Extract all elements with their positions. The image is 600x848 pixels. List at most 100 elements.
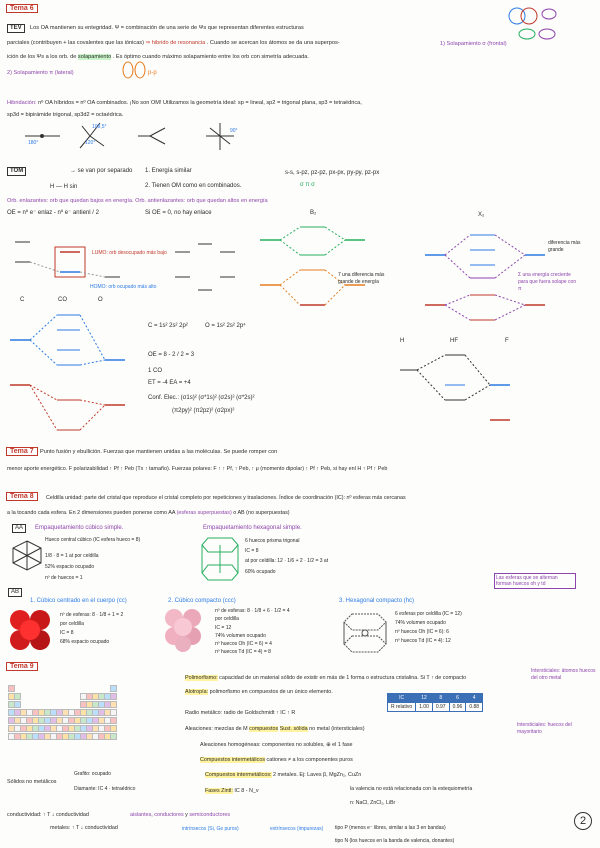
metales: metales: ↑ T ↓ conductividad	[50, 825, 118, 832]
ccp-text5: nº huecos Oh (IC = 6) = 4	[215, 641, 272, 648]
radius-table: IC 12 8 6 4 R relativo 1.00 0.97 0.96 0.…	[387, 693, 483, 712]
tema8-line1: Celdilla unidad: parte del cristal que r…	[46, 495, 406, 502]
radio-text: Radio metálico: radio de Goldschmidt ↑ I…	[185, 710, 295, 717]
aa-text2: 1/8 · 8 = 1 at por celdilla	[45, 553, 99, 560]
tev-line1: Los OA mantienen su entegridad. Ψ = comb…	[30, 25, 304, 32]
periodic-cell	[74, 693, 79, 698]
conf-elec2: (π2py)² (π2pz)² (σ2px)²	[172, 408, 234, 415]
periodic-cell	[38, 685, 43, 690]
hc-text1: 6 esferas por celdilla (IC = 12)	[395, 611, 462, 618]
angle-120: 120°	[85, 140, 95, 147]
aa-text1: Hueco central cúbico (IC esfera hueco = …	[45, 537, 140, 544]
td-3: 0.96	[449, 703, 466, 712]
ob-line: Orb. enlazantes: orb que quedan bajos en…	[7, 198, 268, 205]
intermet-line: Compuestos intermetálicos cationes ≠ a l…	[200, 757, 353, 764]
periodic-cell	[56, 693, 61, 698]
tema7-line2-end: ↑ μ (momento dipolar) ↑ Pf ↑ Peb, si hay…	[251, 466, 387, 472]
homo-aleac: Aleaciones homogéneas: componentes no so…	[200, 742, 353, 749]
periodic-table	[8, 685, 115, 740]
periodic-cell	[38, 701, 43, 706]
hf-label: HF	[450, 338, 458, 345]
diff-energy2: Σ una energía creciente para que fuera s…	[518, 272, 578, 293]
b2-mo-diagram	[255, 215, 370, 325]
orbital-overlap-diagram	[505, 4, 565, 44]
zintl-line: Fases Zintl: IC 8 - N_v	[205, 788, 259, 795]
periodic-cell	[110, 693, 117, 700]
semicond: semiconductores	[189, 812, 230, 818]
b2-label: B₂	[310, 210, 316, 217]
tom-label: TOM	[7, 167, 26, 176]
cc-text3: IC = 8	[60, 630, 73, 637]
ab-note: Las esferas que se alternan forman hueco…	[494, 573, 576, 589]
periodic-cell	[50, 693, 55, 698]
angle-90: 90°	[230, 128, 238, 135]
tom-intro: → se van por separado	[70, 168, 132, 175]
lumo-label: LUMO: orb desocupado más bajo	[92, 250, 167, 257]
td-4: 0.88	[466, 703, 483, 712]
conductividad: conductividad: ↑ T ↓ conductividad	[7, 812, 89, 819]
simple-cubic-cell	[10, 538, 45, 573]
alotro-line: Alotropía: polimorfismo en compuestos de…	[185, 689, 333, 696]
oe-zero: Si OE = 0, no hay enlace	[145, 210, 212, 217]
cmp-inter-text: 2 metales. Ej: Laves β, MgZn₂, CuZn	[273, 772, 361, 778]
cc-text1: nº de esferas: 8 · 1/8 + 1 = 2	[60, 612, 123, 619]
oe-co: OE = 8 - 2 / 2 = 3	[148, 352, 194, 359]
tema7-line1: Punto fusión y ebullición. Fuerzas que m…	[40, 449, 277, 456]
aa-label: AA	[12, 524, 26, 533]
periodic-cell	[98, 685, 103, 690]
co-label: CO	[58, 297, 67, 304]
aa-text4: nº de huecos = 1	[45, 575, 83, 582]
x2-label: X₂	[478, 212, 484, 219]
hib-geom: sp = lineal, sp2 = trigonal plana, sp3 =…	[238, 100, 362, 106]
poli-label: Polimorfismo:	[185, 675, 218, 681]
periodic-cell	[80, 685, 85, 690]
hc-text2: 74% volumen ocupado	[395, 620, 446, 627]
tev-line2-end: . Cuando se acercan los átomos se da una…	[207, 40, 340, 46]
ccp-title: 2. Cúbico compacto (ccc)	[168, 598, 236, 605]
angle-180: 180°	[28, 140, 38, 147]
o-label: O	[98, 297, 103, 304]
tev-label: TEV	[7, 24, 25, 33]
periodic-cell	[68, 701, 73, 706]
tema8-line2-text: a la tocando cada esfera. En 2 dimension…	[7, 510, 175, 516]
periodic-cell	[56, 685, 61, 690]
periodic-cell	[110, 725, 117, 732]
ccp-text3: IC = 12	[215, 625, 231, 632]
periodic-cell	[26, 685, 31, 690]
cmp-inter-label: Compuestos intermetálicos:	[205, 772, 272, 778]
periodic-cell	[32, 693, 37, 698]
tema7-title: Tema 7	[6, 447, 38, 456]
periodic-cell	[68, 693, 73, 698]
bcc-spheres	[8, 608, 53, 653]
ccp-text4: 74% volumen ocupado	[215, 633, 266, 640]
radius-table-head: IC 12 8 6 4	[388, 694, 483, 703]
alotro-text: polimorfismo en compuestos de un único e…	[210, 689, 333, 695]
np-text: n: NaCl, ZnCl₂, LiBr	[350, 800, 395, 807]
periodic-cell	[50, 701, 55, 706]
aa2-text3: at por celdilla: 12 · 1/6 + 2 · 1/2 = 3 …	[245, 558, 328, 565]
tom-sigma-sym: σ π σ	[300, 182, 315, 189]
pi-solap: 2) Solapamiento π (lateral)	[7, 70, 74, 77]
periodic-cell	[14, 685, 19, 690]
tom-orders: s-s, s-pz, pz-pz, px-px, py-py, pz-px	[285, 170, 379, 177]
th-4: 4	[466, 694, 483, 703]
ob-text: Orb. enlazantes: orb que quedan bajos en…	[7, 198, 134, 204]
zintl-text: IC 8 - N_v	[234, 788, 258, 794]
hc-title: 3. Hexagonal compacto (hc)	[339, 598, 414, 605]
cc-text4: 68% espacio ocupado	[60, 639, 109, 646]
td-1: 1.00	[416, 703, 433, 712]
f-label: F	[505, 338, 509, 345]
periodic-cell	[86, 685, 91, 690]
cond-types: aislantes, conductores y semiconductores	[130, 812, 230, 819]
hib-text: nº OA híbridos = nº OA combinados. ¡No s…	[38, 100, 236, 106]
tipo-n: tipo N (los huecos en la banda de valenc…	[335, 838, 454, 845]
th-3: 6	[449, 694, 466, 703]
aleac-text: Aleaciones: mezclas de M	[185, 726, 248, 732]
diatomic-mo-diagram	[170, 232, 240, 302]
periodic-cell	[32, 685, 37, 690]
tema7-line2: menor aporte energético. F polarizabilid…	[7, 466, 387, 473]
conductores: conductores	[154, 812, 183, 818]
cmp-inter-line: Compuestos intermetálicos: 2 metales. Ej…	[205, 772, 361, 779]
periodic-cell	[38, 693, 43, 698]
dipole-text: diferencia más grande	[548, 240, 596, 254]
